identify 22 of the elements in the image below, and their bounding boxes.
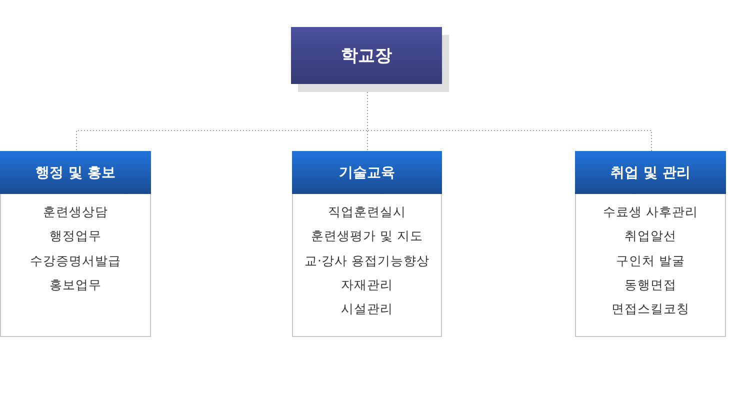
department-box bbox=[0, 151, 151, 337]
list-item: 취업알선 bbox=[624, 228, 676, 244]
list-item: 훈련생평가 및 지도 bbox=[311, 228, 423, 244]
list-item: 수강증명서발급 bbox=[30, 252, 121, 269]
list-item: 자재관리 bbox=[341, 276, 393, 293]
list-item: 구인처 발굴 bbox=[616, 252, 685, 269]
department-box bbox=[575, 151, 726, 337]
heading-bar: 행정 및 홍보 bbox=[0, 151, 151, 194]
heading-bar: 기술교육 bbox=[292, 151, 442, 194]
department-box bbox=[292, 151, 442, 337]
title-text: 학교장 bbox=[341, 45, 392, 67]
title-box bbox=[291, 27, 449, 92]
list-item: 행정업무 bbox=[50, 228, 102, 244]
list-item: 면접스킬코칭 bbox=[612, 301, 690, 318]
list-item: 교·강사 용접기능향상 bbox=[304, 252, 430, 269]
list-item: 수료생 사후관리 bbox=[603, 204, 698, 220]
list-item: 훈련생상담 bbox=[43, 204, 108, 220]
list-item: 시설관리 bbox=[341, 301, 393, 318]
list-item: 홍보업무 bbox=[50, 276, 102, 293]
list-item: 직업훈련실시 bbox=[328, 204, 406, 220]
heading-bar: 취업 및 관리 bbox=[575, 151, 726, 194]
list-item: 동행면접 bbox=[624, 276, 676, 293]
